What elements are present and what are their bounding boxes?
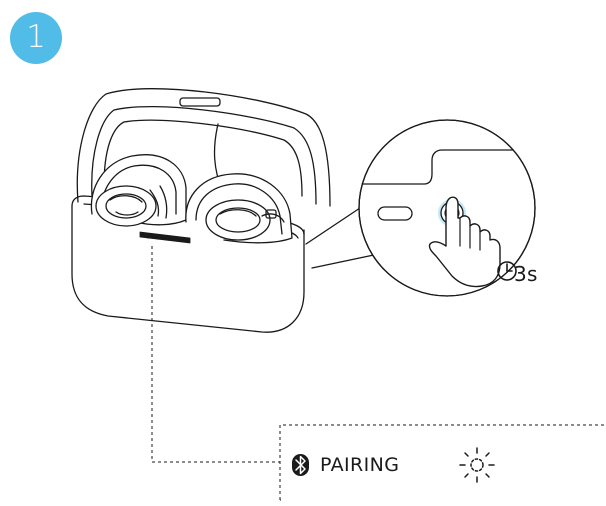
light-rays (460, 448, 494, 482)
light-flashing-icon (471, 459, 483, 471)
hold-duration-label: 3s (514, 262, 538, 286)
bluetooth-icon (292, 454, 309, 476)
zoom-detail (352, 120, 540, 296)
pairing-status-label: PAIRING (320, 454, 399, 476)
